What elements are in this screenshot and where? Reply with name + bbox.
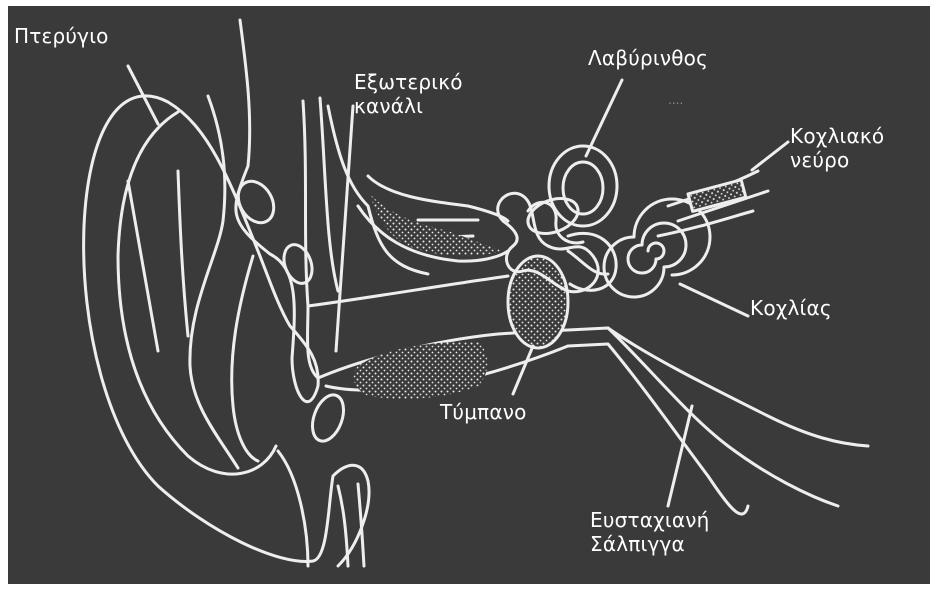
lobule-fold [338, 484, 364, 566]
helix-line [118, 112, 276, 474]
label-pinna: Πτερύγιο [14, 24, 109, 48]
label-eardrum: Τύμπανο [440, 400, 527, 424]
concha-line [232, 256, 258, 461]
canal-leader [336, 106, 353, 351]
label-cochlear-nerve: Κοχλιακό νεύρο [790, 124, 884, 172]
concha-blob-2 [279, 241, 317, 287]
semicircular-canal-1-inner [563, 162, 603, 214]
cochlea-leader [680, 284, 748, 316]
eardrum-leader [513, 346, 533, 394]
label-cochlear-nerve-line1: Κοχλιακό [790, 124, 884, 148]
label-eustachian-tube-line1: Ευσταχιανή [590, 508, 709, 532]
eardrum-shape [508, 256, 568, 348]
label-cochlear-nerve-line2: νεύρο [790, 148, 884, 172]
antihelix-crus-2 [178, 171, 188, 336]
middle-ear-roof-2 [568, 344, 748, 514]
lobule-line [278, 451, 308, 566]
canal-upper-2 [320, 98, 338, 291]
cochlea-spiral [604, 199, 710, 297]
nerve-leader [752, 142, 788, 170]
label-outer-canal: Εξωτερικό κανάλι [354, 70, 463, 118]
label-eustachian-tube-line2: Σάλπιγγα [590, 532, 709, 556]
pinna-leader [128, 66, 158, 124]
label-outer-canal-line1: Εξωτερικό [354, 70, 463, 94]
labyrinth-leader [586, 80, 622, 156]
dots-mark: .... [668, 93, 683, 107]
label-cochlea: Κοχλίας [750, 296, 832, 320]
pinna-outline [84, 20, 369, 566]
tube-leader [668, 406, 692, 506]
label-eustachian-tube: Ευσταχιανή Σάλπιγγα [590, 508, 709, 556]
bone-fill-upper [370, 194, 503, 256]
antihelix-crus-1 [128, 181, 158, 351]
label-outer-canal-line2: κανάλι [354, 94, 463, 118]
middle-ear-roof [528, 328, 838, 506]
bone-fill-lower [354, 342, 488, 399]
ear-anatomy-diagram: .... Πτερύγιο Εξωτερικό κανάλι Λαβύρινθο… [8, 6, 930, 584]
label-labyrinth: Λαβύρινθος [588, 46, 708, 70]
ear-drawing: .... [8, 6, 930, 584]
ossicle-stapes [568, 251, 608, 274]
eustachian-tube [608, 328, 868, 446]
